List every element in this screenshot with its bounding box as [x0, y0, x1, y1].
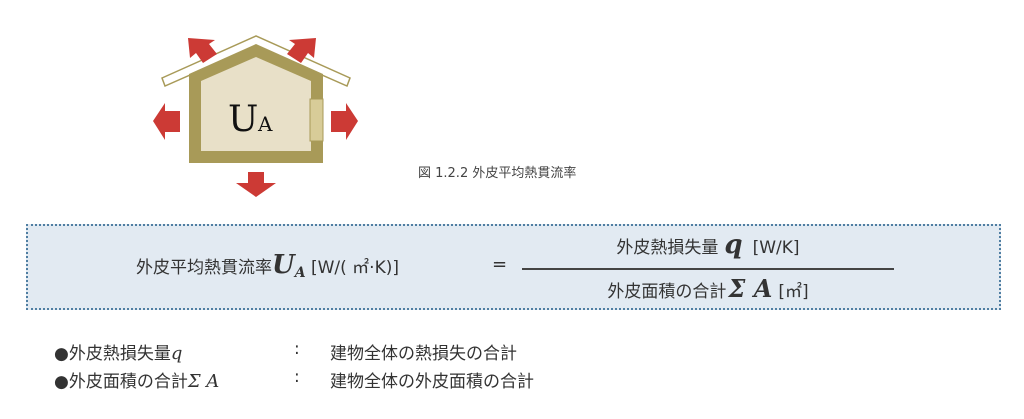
house-interior-icon — [201, 57, 311, 151]
figure-caption: 図 1.2.2 外皮平均熱貫流率 — [418, 166, 577, 181]
denominator-var: Σ A — [728, 274, 773, 303]
house-heat-loss-figure: U A — [140, 20, 370, 210]
term-var: Σ A — [187, 371, 220, 392]
figure-label-a: A — [257, 112, 273, 136]
arrow-right-icon — [331, 103, 358, 140]
numerator-var: q — [724, 230, 743, 260]
arrow-down-icon — [236, 172, 276, 197]
term-label: 外皮熱損失量 — [68, 344, 171, 364]
denominator: 外皮面積の合計Σ A[㎡] — [522, 274, 894, 303]
equals-sign: = — [492, 254, 508, 275]
definition-desc: 建物全体の熱損失の合計 — [330, 344, 517, 364]
fraction-line — [522, 268, 894, 270]
denominator-label: 外皮面積の合計 — [607, 282, 727, 302]
lhs-label: 外皮平均熱貫流率 — [136, 258, 272, 278]
numerator-label: 外皮熱損失量 — [616, 238, 719, 258]
numerator-unit: [W/K] — [752, 238, 800, 258]
definition-colon: : — [294, 367, 300, 387]
lhs-var: U — [272, 250, 295, 280]
term-var: q — [170, 343, 183, 364]
term-label: 外皮面積の合計 — [68, 372, 188, 392]
lhs-unit: [W/( ㎡·K)] — [310, 258, 399, 278]
house-icon: U A — [153, 35, 358, 197]
bullet-icon: ● — [54, 372, 69, 392]
bullet-icon: ● — [54, 344, 69, 364]
door-icon — [309, 98, 324, 142]
arrow-up-left-icon — [188, 38, 217, 63]
arrow-up-right-icon — [287, 38, 316, 63]
lhs-sub: A — [294, 265, 306, 281]
figure-label-u: U — [228, 99, 258, 140]
definition-term: ●外皮面積の合計Σ A — [54, 367, 219, 392]
definition-term: ●外皮熱損失量q — [54, 339, 182, 364]
denominator-unit: [㎡] — [778, 282, 809, 302]
definition-desc: 建物全体の外皮面積の合計 — [330, 372, 534, 392]
definition-colon: : — [294, 339, 300, 359]
formula-lhs: 外皮平均熱貫流率UA [W/( ㎡·K)] — [136, 250, 399, 281]
arrow-left-icon — [153, 103, 180, 140]
